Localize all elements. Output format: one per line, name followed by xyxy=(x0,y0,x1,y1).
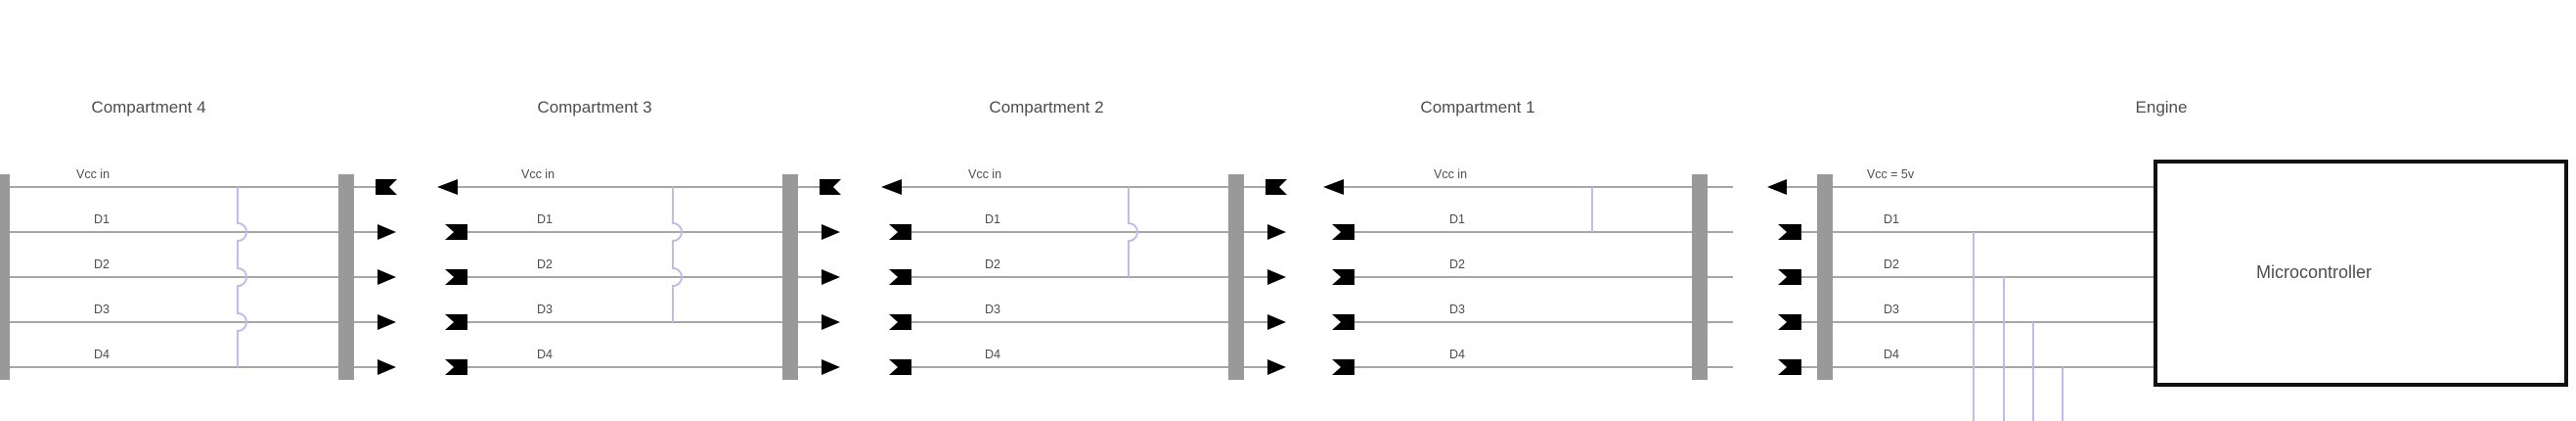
d3-arrow-right-icon xyxy=(822,314,840,330)
wire-label-d4: D4 xyxy=(1449,348,1465,361)
wire-label-d2: D2 xyxy=(537,257,553,271)
vcc-arrow-tail-icon xyxy=(820,179,841,195)
d2-arrow-right-icon xyxy=(1267,269,1286,285)
wire-label-d4: D4 xyxy=(94,348,110,361)
wire-label-d1: D1 xyxy=(1449,212,1465,226)
wire-label-vcc: Vcc in xyxy=(520,167,555,181)
vcc-arrow-left-icon xyxy=(1767,179,1787,195)
vcc-arrow-tail-icon xyxy=(376,179,397,195)
wire-label-d2: D2 xyxy=(1449,257,1465,271)
bulkhead-bars xyxy=(0,174,1833,380)
section-title-engine: Engine xyxy=(2135,98,2188,117)
wire-label-vcc: Vcc in xyxy=(75,167,111,181)
wire-label-d4: D4 xyxy=(985,348,1000,361)
vcc-arrow-left-icon xyxy=(881,179,902,195)
bulkhead-bar-engine xyxy=(1817,174,1833,380)
vcc-arrow-left-icon xyxy=(437,179,458,195)
wire-label-vcc: Vcc in xyxy=(967,167,1002,181)
d3-arrow-tail-icon xyxy=(1778,314,1801,330)
d1-arrow-tail-icon xyxy=(1332,224,1355,240)
d4-arrow-right-icon xyxy=(822,359,840,375)
gap-c3-c2-arrows xyxy=(820,179,911,375)
wire-label-d2: D2 xyxy=(1884,257,1899,271)
d2-arrow-tail-icon xyxy=(1332,269,1355,285)
d1-arrow-tail-icon xyxy=(445,224,467,240)
wire-label-vcc: Vcc in xyxy=(1433,167,1468,181)
compartment3-vcc-tap xyxy=(672,187,683,322)
gap-c4-c3-arrows xyxy=(376,179,467,375)
compartment2-vcc-tap xyxy=(1128,187,1138,277)
d2-arrow-right-icon xyxy=(378,269,396,285)
compartment4-vcc-tap xyxy=(237,187,247,367)
d3-arrow-tail-icon xyxy=(889,314,911,330)
wire-label-d2: D2 xyxy=(985,257,1000,271)
d1-arrow-right-icon xyxy=(378,224,396,240)
d4-arrow-right-icon xyxy=(378,359,396,375)
wire-label-d1: D1 xyxy=(1884,212,1899,226)
d3-arrow-right-icon xyxy=(378,314,396,330)
tap-wires xyxy=(237,187,2064,421)
vcc-arrow-tail-icon xyxy=(1266,179,1287,195)
d1-arrow-tail-icon xyxy=(1778,224,1801,240)
wire-label-d3: D3 xyxy=(537,303,553,316)
d1-arrow-tail-icon xyxy=(889,224,911,240)
d4-arrow-tail-icon xyxy=(1332,359,1355,375)
section-title-compartment4: Compartment 4 xyxy=(91,98,206,117)
wire-label-d4: D4 xyxy=(1884,348,1899,361)
section-title-compartment1: Compartment 1 xyxy=(1420,98,1535,117)
bulkhead-bar-left-edge xyxy=(0,174,10,380)
section-title-compartment3: Compartment 3 xyxy=(537,98,652,117)
wire-label-d3: D3 xyxy=(94,303,110,316)
bulkhead-bar-c3 xyxy=(782,174,798,380)
d4-arrow-tail-icon xyxy=(889,359,911,375)
d4-arrow-right-icon xyxy=(1267,359,1286,375)
bulkhead-bar-c1 xyxy=(1692,174,1708,380)
microcontroller-label: Microcontroller xyxy=(2255,262,2373,282)
vcc-arrow-left-icon xyxy=(1323,179,1344,195)
section-title-compartment2: Compartment 2 xyxy=(989,98,1104,117)
wire-label-d1: D1 xyxy=(985,212,1000,226)
wire-label-d3: D3 xyxy=(985,303,1000,316)
d2-arrow-right-icon xyxy=(822,269,840,285)
d2-arrow-tail-icon xyxy=(1778,269,1801,285)
d3-arrow-right-icon xyxy=(1267,314,1286,330)
d3-arrow-tail-icon xyxy=(445,314,467,330)
wire-label-d3: D3 xyxy=(1884,303,1899,316)
d3-arrow-tail-icon xyxy=(1332,314,1355,330)
wires xyxy=(10,186,2155,368)
d2-arrow-tail-icon xyxy=(889,269,911,285)
d4-arrow-tail-icon xyxy=(445,359,467,375)
microcontroller-box xyxy=(2154,160,2568,387)
engine-entry-arrows xyxy=(1767,179,1801,375)
wire-label-d2: D2 xyxy=(94,257,110,271)
wire-label-vcc: Vcc = 5v xyxy=(1866,167,1915,181)
bulkhead-bar-c2 xyxy=(1228,174,1244,380)
bulkhead-bar-c4 xyxy=(338,174,354,380)
d4-arrow-tail-icon xyxy=(1778,359,1801,375)
wire-label-d3: D3 xyxy=(1449,303,1465,316)
d1-arrow-right-icon xyxy=(1267,224,1286,240)
wire-label-d1: D1 xyxy=(537,212,553,226)
wire-label-d1: D1 xyxy=(94,212,110,226)
wire-label-d4: D4 xyxy=(537,348,553,361)
d2-arrow-tail-icon xyxy=(445,269,467,285)
gap-c2-c1-arrows xyxy=(1266,179,1355,375)
d1-arrow-right-icon xyxy=(822,224,840,240)
